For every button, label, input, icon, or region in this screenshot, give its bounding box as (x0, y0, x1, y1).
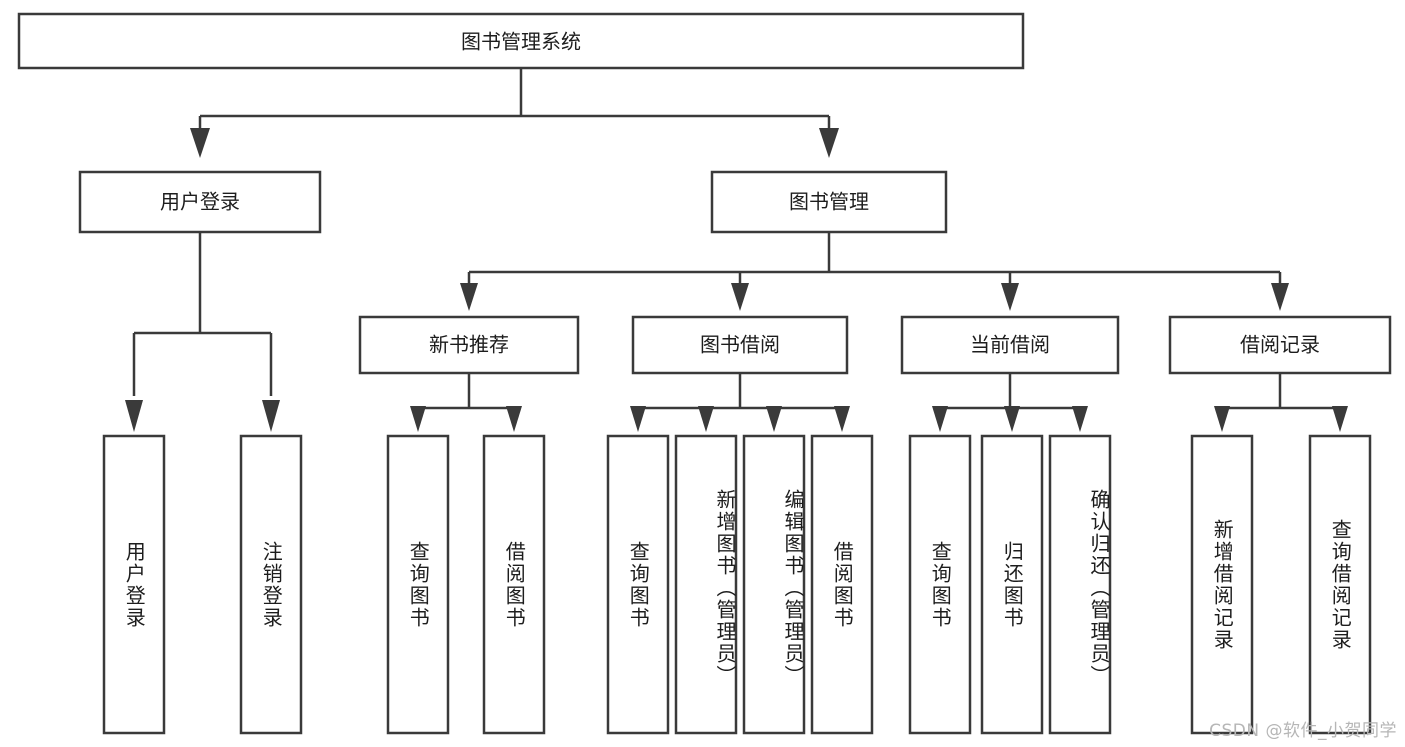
node-book-borrow-box[interactable] (631, 315, 849, 375)
leaf-box-query-book-2[interactable] (606, 434, 670, 735)
arrow-head-book-mgmt (819, 128, 839, 158)
leaf-box-add-record[interactable] (1190, 434, 1254, 735)
leaf-box-query-book-3[interactable] (908, 434, 972, 735)
node-current-borrow[interactable]: 当前借阅 (900, 315, 1120, 375)
connector-group-newbook-leaves (410, 373, 522, 432)
node-root[interactable]: 图书管理系统 (17, 12, 1025, 70)
leaf-box-user-login[interactable] (102, 434, 166, 735)
arrow-head-leaf-edit-book (766, 406, 782, 432)
connector-group-root (190, 68, 839, 158)
node-book-management[interactable]: 图书管理 (710, 170, 948, 234)
arrow-head-user-login (190, 128, 210, 158)
arrow-head-current (1001, 283, 1019, 311)
leaf-box-add-book[interactable] (674, 434, 738, 735)
connector-group-user-login-leaves (125, 232, 280, 432)
node-borrow-record[interactable]: 借阅记录 (1168, 315, 1392, 375)
leaf-box-query-book-1[interactable] (386, 434, 450, 735)
leaf-box-return-book[interactable] (980, 434, 1044, 735)
leaf-box-edit-book[interactable] (742, 434, 806, 735)
arrow-head-borrow (731, 283, 749, 311)
arrow-head-leaf-query-book-3 (932, 406, 948, 432)
arrow-head-leaf-query-book-2 (630, 406, 646, 432)
leaf-box-borrow-book-1[interactable] (482, 434, 546, 735)
node-root-box[interactable] (17, 12, 1025, 70)
arrow-head-leaf-logout (262, 400, 280, 432)
arrow-head-leaf-user-login (125, 400, 143, 432)
node-user-login-label: 用户登录 (160, 190, 240, 214)
node-new-book-recommend-box[interactable] (358, 315, 580, 375)
leaf-box-logout[interactable] (239, 434, 303, 735)
node-book-management-box[interactable] (710, 170, 948, 234)
node-current-borrow-label: 当前借阅 (970, 333, 1050, 357)
leaf-box-confirm-return[interactable] (1048, 434, 1112, 735)
arrow-head-leaf-query-record (1332, 406, 1348, 432)
node-book-management-label: 图书管理 (789, 190, 869, 214)
arrow-head-leaf-add-book (698, 406, 714, 432)
node-new-book-recommend-label: 新书推荐 (429, 333, 509, 357)
connector-group-book-mgmt (460, 232, 1289, 311)
node-current-borrow-box[interactable] (900, 315, 1120, 375)
arrow-head-leaf-borrow-book-2 (834, 406, 850, 432)
arrow-head-leaf-return-book (1004, 406, 1020, 432)
node-borrow-record-box[interactable] (1168, 315, 1392, 375)
arrow-head-newbook (460, 283, 478, 311)
connector-group-current-leaves (932, 373, 1088, 432)
csdn-watermark: CSDN @软件_小贺同学 (1209, 721, 1397, 741)
connector-group-record-leaves (1214, 373, 1348, 432)
node-book-borrow-label: 图书借阅 (700, 333, 780, 357)
node-root-label: 图书管理系统 (461, 30, 581, 54)
arrow-head-leaf-confirm-return (1072, 406, 1088, 432)
node-user-login[interactable]: 用户登录 (78, 170, 322, 234)
node-book-borrow[interactable]: 图书借阅 (631, 315, 849, 375)
arrow-head-leaf-query-book-1 (410, 406, 426, 432)
leaf-box-query-record[interactable] (1308, 434, 1372, 735)
connector-group-borrow-leaves (630, 373, 850, 432)
node-new-book-recommend[interactable]: 新书推荐 (358, 315, 580, 375)
node-borrow-record-label: 借阅记录 (1240, 333, 1320, 357)
arrow-head-record (1271, 283, 1289, 311)
node-user-login-box[interactable] (78, 170, 322, 234)
arrow-head-leaf-borrow-book-1 (506, 406, 522, 432)
leaf-box-borrow-book-2[interactable] (810, 434, 874, 735)
arrow-head-leaf-add-record (1214, 406, 1230, 432)
leaf-boxes (102, 434, 1372, 735)
